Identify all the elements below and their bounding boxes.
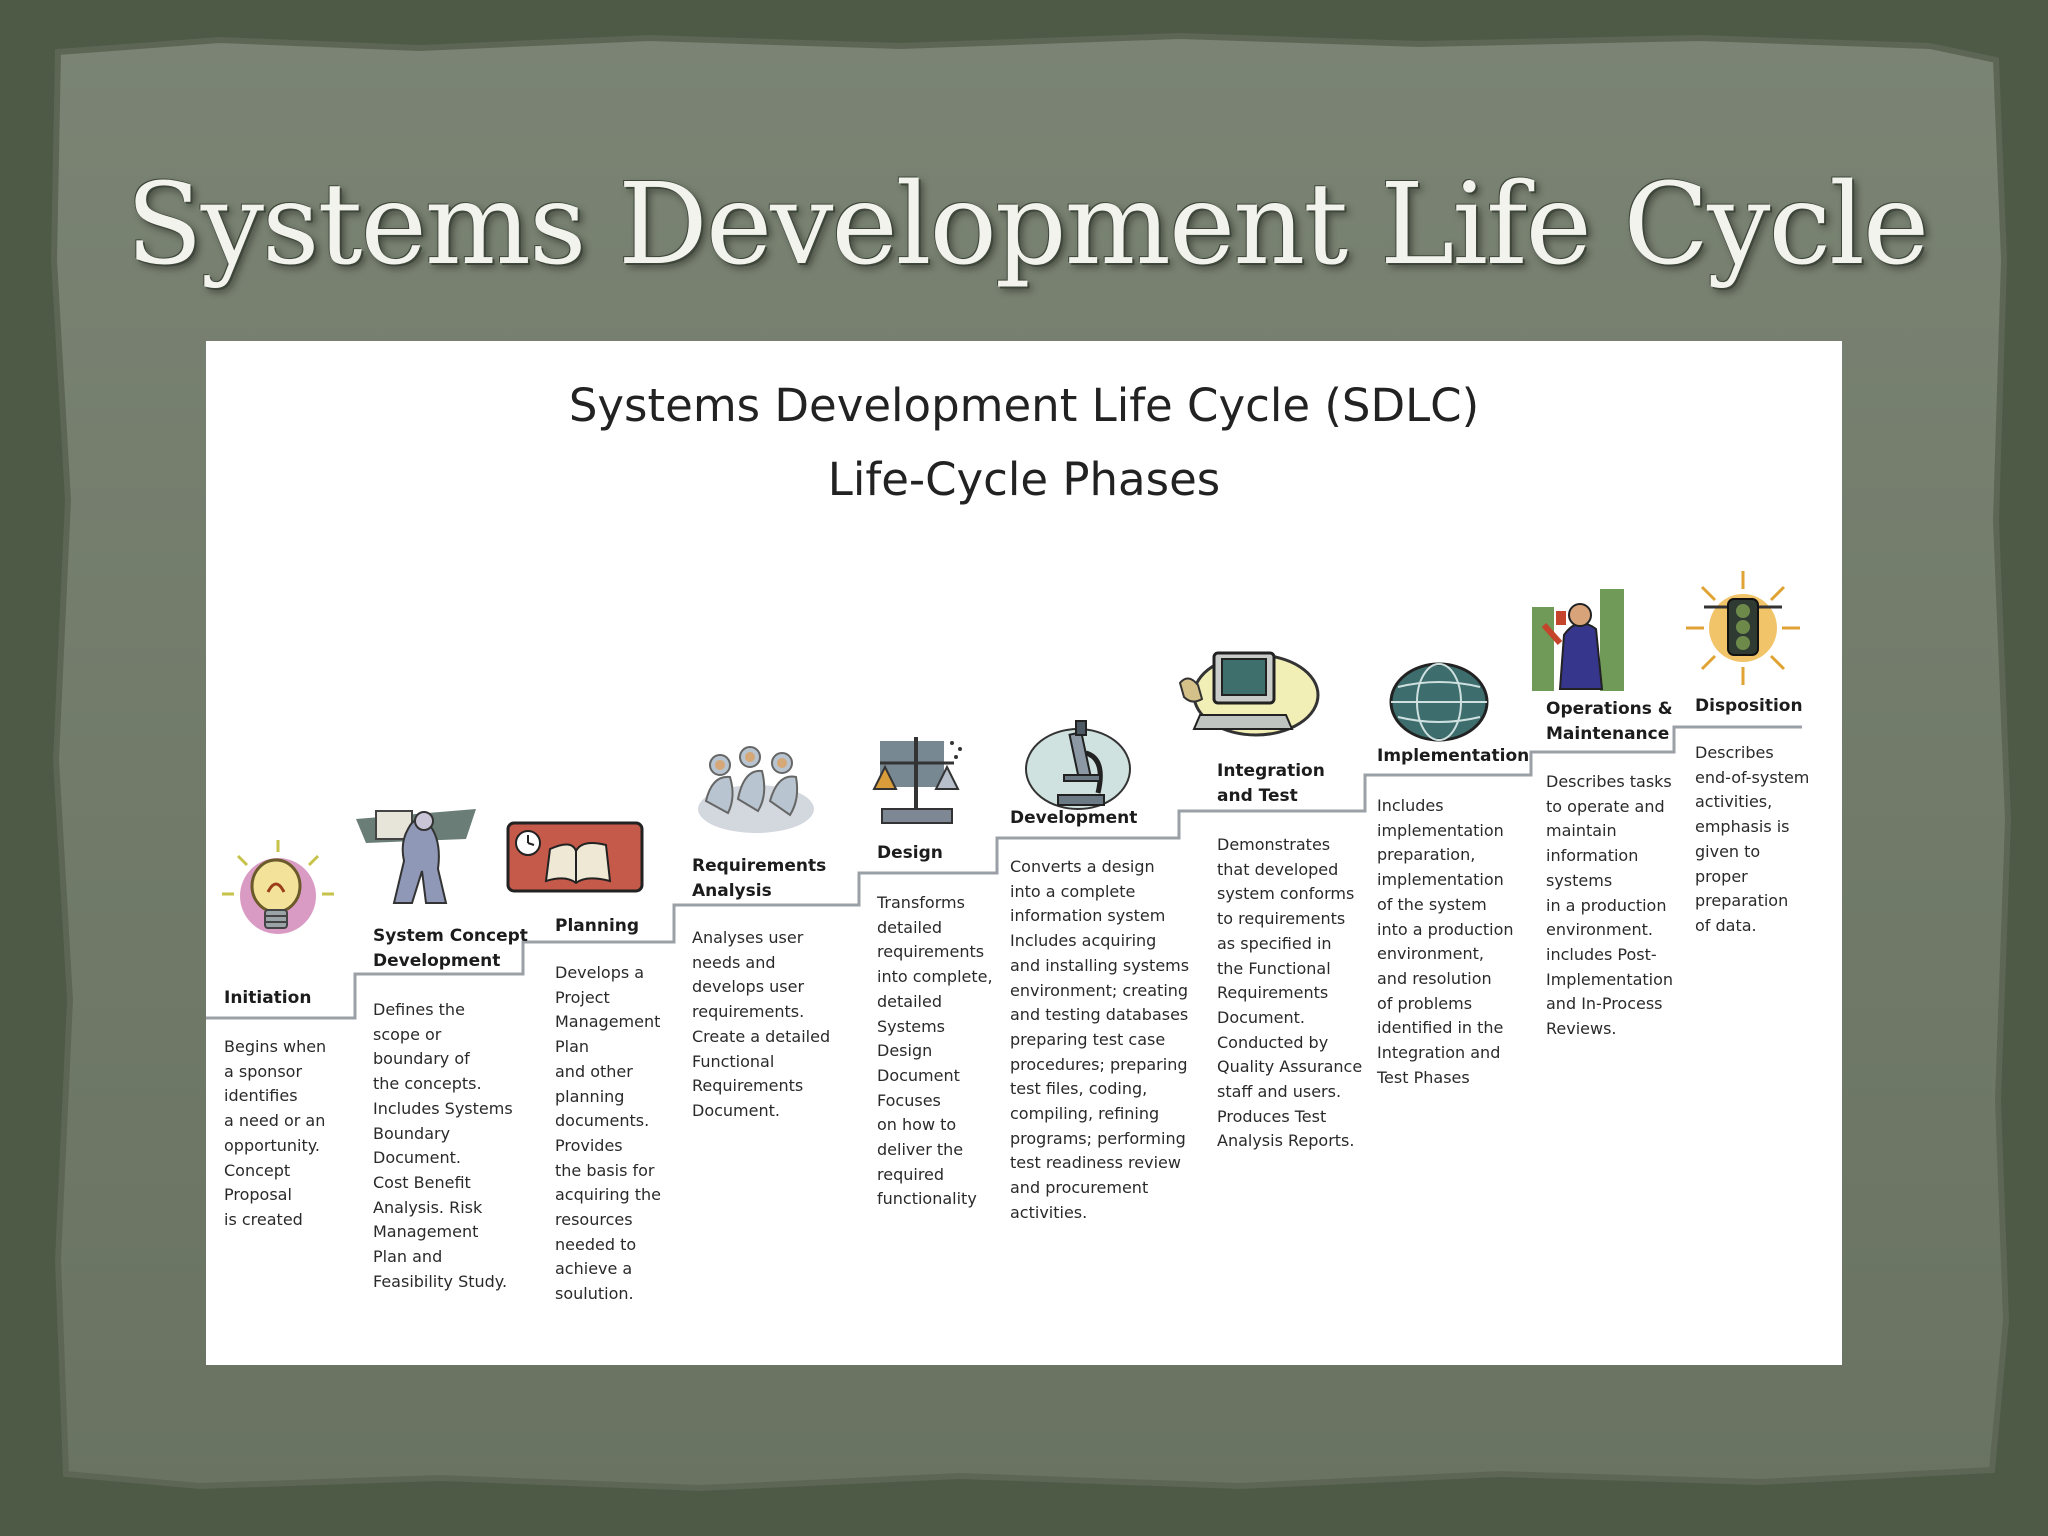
phase-desc-requirements-analysis: Analyses user needs and develops user re… [692, 928, 831, 1120]
phase-desc-initiation: Begins when a sponsor identifies a need … [224, 1037, 327, 1229]
phase-label-operations-maintenance: Operations & Maintenance [1546, 699, 1673, 744]
phase-staircase [206, 725, 1802, 1020]
phase-desc-operations-maintenance: Describes tasks to operate and maintain … [1546, 772, 1674, 1039]
diagram-title: Systems Development Life Cycle (SDLC) [568, 379, 1480, 432]
phase-label-disposition: Disposition [1695, 696, 1803, 716]
worker-icon [1532, 589, 1624, 691]
phase-desc-disposition: Describes end-of-system activities, emph… [1695, 743, 1810, 935]
phase-desc-planning: Develops a Project Management Plan and o… [555, 963, 662, 1304]
phase-label-requirements-analysis: Requirements Analysis [692, 856, 827, 901]
phase-desc-integration-and-test: Demonstrates that developed system confo… [1217, 835, 1363, 1151]
traffic-light-icon [1686, 571, 1800, 685]
phase-desc-development: Converts a design into a complete inform… [1010, 857, 1190, 1222]
open-book-icon [506, 821, 644, 893]
phase-label-system-concept-development: System Concept Development [373, 926, 528, 971]
staircase-line [206, 725, 1802, 1020]
microscope-icon [1025, 720, 1131, 810]
computer-icon [1178, 651, 1320, 737]
phase-desc-implementation: Includes implementation preparation, imp… [1377, 796, 1514, 1087]
phase-label-integration-and-test: Integration and Test [1217, 761, 1325, 806]
team-meeting-icon [698, 746, 814, 833]
diagram-subtitle: Life-Cycle Phases [827, 453, 1221, 506]
phase-desc-design: Transforms detailed requirements into co… [877, 893, 993, 1209]
figure-with-document-icon [356, 809, 476, 904]
phase-label-implementation: Implementation [1377, 746, 1530, 766]
lightbulb-icon [222, 840, 334, 934]
phase-label-planning: Planning [555, 916, 640, 936]
sdlc-diagram-panel: Systems Development Life Cycle (SDLC) Li… [206, 341, 1842, 1365]
drafting-scale-icon [872, 737, 962, 824]
phase-desc-system-concept-development: Defines the scope or boundary of the con… [373, 1000, 513, 1291]
slide-title: Systems Development Life Cycle [126, 160, 1929, 290]
phase-label-development: Development [1010, 808, 1138, 828]
phase-label-initiation: Initiation [224, 988, 312, 1008]
phase-label-design: Design [877, 843, 943, 863]
globe-icon [1389, 662, 1489, 742]
